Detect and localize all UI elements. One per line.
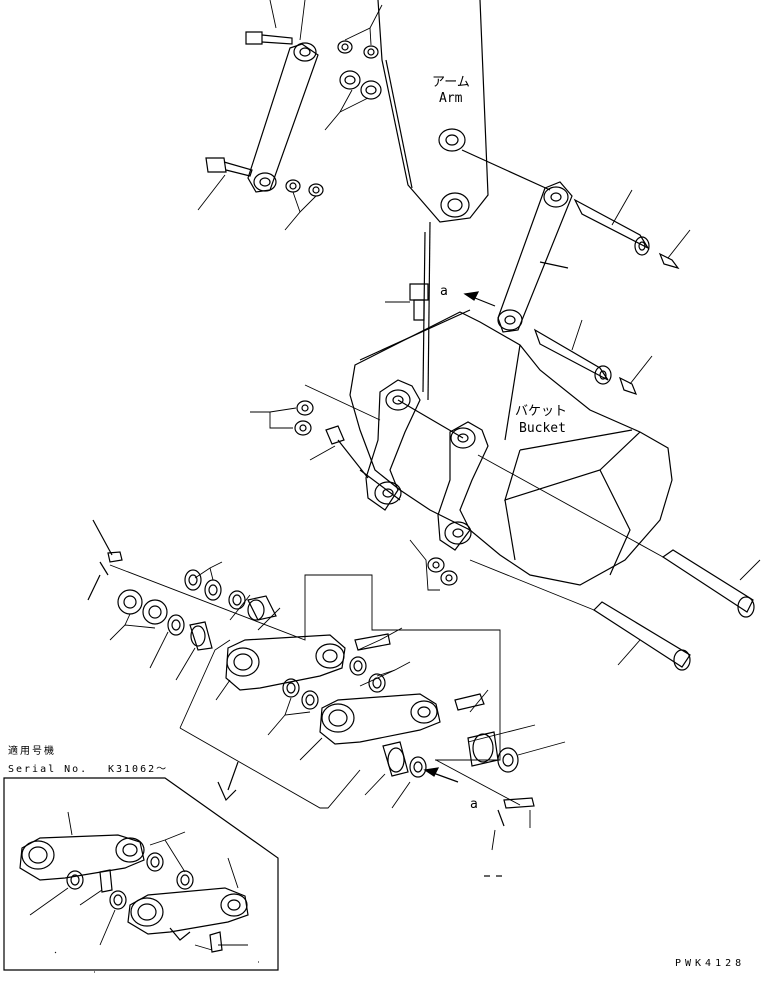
lower-left-pin xyxy=(87,519,123,601)
lower-link-2 xyxy=(319,693,441,745)
long-pin-upper xyxy=(477,454,761,618)
serial-label-en: Serial No. xyxy=(8,764,88,775)
bucket-bottom-nuts xyxy=(409,539,458,591)
right-link xyxy=(461,149,573,333)
lower-washers-left xyxy=(117,569,277,651)
arm xyxy=(377,0,489,223)
inset-leader-lines xyxy=(29,831,259,973)
lower-assembly-frame xyxy=(109,564,501,809)
inset-link-1 xyxy=(19,811,145,881)
serial-number: K31062～ xyxy=(108,764,168,775)
upper-nuts xyxy=(285,40,382,197)
lower-link-1 xyxy=(225,634,346,691)
lower-right-pin xyxy=(484,797,535,877)
inset-small-parts xyxy=(66,852,223,953)
right-pins xyxy=(533,198,680,395)
arm-label-jp: アーム xyxy=(432,75,470,90)
inset-arrow xyxy=(217,761,239,802)
drawing-code: PWK4128 xyxy=(675,958,745,969)
arrow-a-bottom-label: a xyxy=(470,797,478,812)
long-pin-lower xyxy=(469,559,691,671)
inset-link-2 xyxy=(127,857,249,941)
bucket-left-nuts xyxy=(250,384,381,479)
bucket xyxy=(349,309,673,586)
arm-label-en: Arm xyxy=(439,91,463,106)
arrow-a-top-label: a xyxy=(440,284,448,299)
arrow-a-top xyxy=(463,291,496,307)
arrow-a-bottom xyxy=(423,767,459,783)
bucket-label-jp: バケット xyxy=(515,404,567,419)
bucket-brackets xyxy=(365,221,489,551)
serial-label-jp: 適用号機 xyxy=(8,744,56,757)
serial-inset-box xyxy=(3,777,279,971)
center-bolt xyxy=(385,283,429,321)
upper-bolt-1 xyxy=(245,31,293,45)
upper-bolt-2 xyxy=(205,157,253,177)
upper-link xyxy=(247,42,319,193)
lower-middle-parts xyxy=(282,633,519,778)
right-leader-lines xyxy=(571,189,691,385)
bucket-label-en: Bucket xyxy=(519,421,566,436)
lower-leader-lines xyxy=(109,561,566,809)
serial-label-line: Serial No. K31062～ xyxy=(8,764,168,775)
upper-leader-lines xyxy=(197,0,383,231)
